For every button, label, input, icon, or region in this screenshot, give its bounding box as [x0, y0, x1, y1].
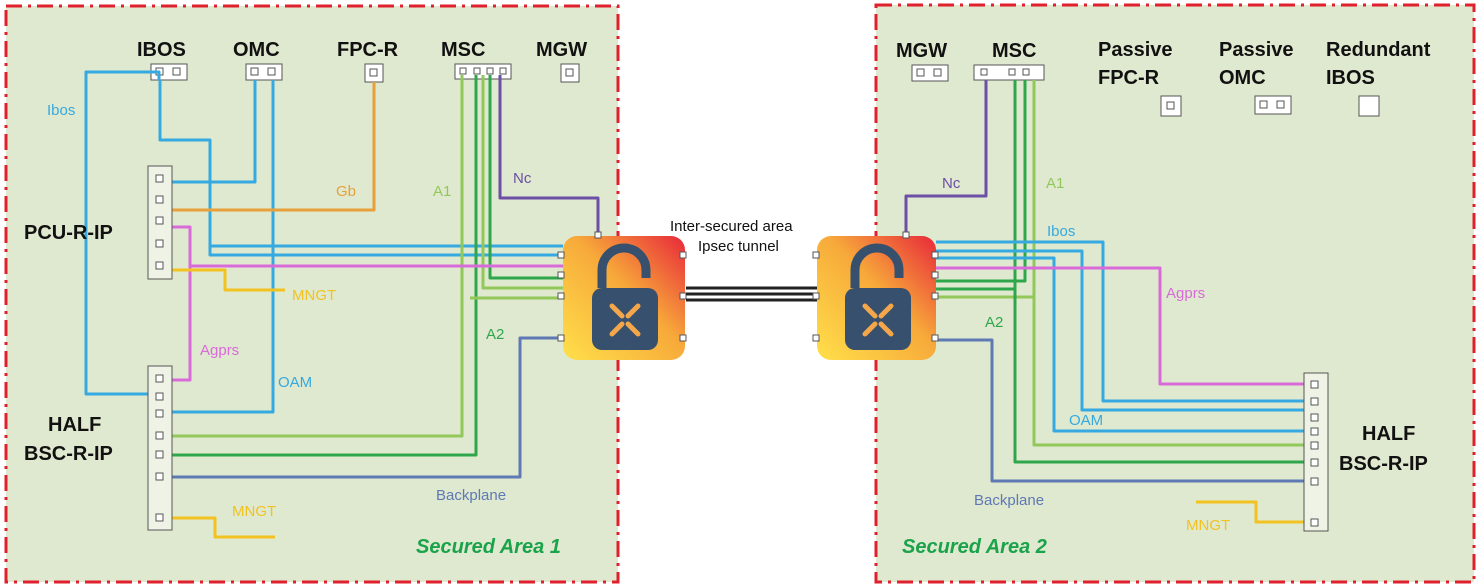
area1-wires: [84, 70, 600, 539]
bsc1-label-line2: BSC-R-IP: [24, 443, 113, 465]
node2-label-mgw: MGW: [896, 40, 947, 62]
area1-title: Secured Area 1: [416, 536, 561, 558]
label-a1-area2: A1: [1046, 175, 1064, 192]
label-a2-area2: A2: [985, 314, 1003, 331]
wire2-a1-1: [1032, 80, 1310, 447]
wire2-mngt: [1196, 500, 1310, 524]
node-label-msc: MSC: [441, 39, 485, 61]
wire-mngt-bottom: [160, 516, 275, 539]
label-ibos-area2: Ibos: [1047, 223, 1075, 240]
mgw2-port-box: [911, 64, 949, 82]
node-label-ibos: IBOS: [137, 39, 186, 61]
wire-omc-1: [160, 80, 257, 184]
node2-label-omc-line2: OMC: [1219, 67, 1266, 89]
omc-port-box: [245, 63, 283, 81]
wire-a1-2: [481, 75, 563, 290]
wire-mngt-top: [160, 268, 285, 292]
pcu-connector-strip: [147, 165, 173, 280]
secured-area-1: [4, 4, 620, 584]
bsc2-connector-strip: [1303, 372, 1329, 532]
bsc2-label-line1: HALF: [1362, 423, 1415, 445]
wire2-ibos-2: [936, 249, 1310, 412]
label-a2-area1: A2: [486, 326, 504, 343]
area2-wires: [904, 80, 1310, 524]
wire2-oam: [936, 256, 1310, 433]
msc-port-box: [454, 63, 512, 80]
label-mngt-bottom: MNGT: [232, 503, 276, 520]
label-nc-area2: Nc: [942, 175, 961, 192]
label-gb: Gb: [336, 183, 356, 200]
label-mngt-top: MNGT: [292, 287, 336, 304]
bsc2-label-line2: BSC-R-IP: [1339, 453, 1428, 475]
wire-backplane-1: [160, 336, 563, 479]
wire2-agprs: [936, 266, 1310, 386]
wire2-ibos-1: [936, 240, 1310, 403]
wire-agprs: [160, 225, 563, 382]
label-backplane-area1: Backplane: [436, 487, 506, 504]
node2-label-fpc-line1: Passive: [1098, 39, 1173, 61]
msc2-port-box: [973, 64, 1045, 81]
node2-label-fpc-line2: FPC-R: [1098, 67, 1160, 89]
wire-a1-1: [160, 75, 464, 438]
label-oam-area1: OAM: [278, 374, 312, 391]
wire-a2-1: [160, 75, 478, 457]
label-nc-area1: Nc: [513, 170, 532, 187]
node2-label-ibos-line2: IBOS: [1326, 67, 1375, 89]
node-label-fpc-r: FPC-R: [337, 39, 399, 61]
mgw-port-box: [560, 63, 580, 83]
wire-nc-1: [498, 75, 600, 234]
label-a1-area1: A1: [433, 183, 451, 200]
wire-ibos-1: [84, 70, 161, 396]
omc2-port-box: [1254, 95, 1292, 115]
wire-ibos-3: [208, 140, 563, 257]
label-ibos-area1: Ibos: [47, 102, 75, 119]
wire-a2-2: [488, 75, 563, 280]
label-agprs-area1: Agprs: [200, 342, 239, 359]
wire2-a2-1: [1013, 80, 1310, 464]
pcu-label: PCU-R-IP: [24, 222, 113, 244]
label-agprs-area2: Agprs: [1166, 285, 1205, 302]
wire-oam-1: [160, 80, 275, 414]
bsc1-label-line1: HALF: [48, 414, 101, 436]
tunnel-label-line1: Inter-secured area: [670, 218, 793, 235]
node-label-omc: OMC: [233, 39, 280, 61]
tunnel-label-line2: Ipsec tunnel: [698, 238, 779, 255]
wire2-a2-2: [936, 80, 1027, 283]
lock-icon-area1: [557, 231, 687, 360]
label-mngt-area2: MNGT: [1186, 517, 1230, 534]
wire2-backplane: [936, 338, 1310, 483]
label-backplane-area2: Backplane: [974, 492, 1044, 509]
wire-gb: [160, 82, 376, 212]
ibos2-port-box: [1358, 95, 1380, 117]
wire2-nc: [904, 80, 988, 236]
node2-label-omc-line1: Passive: [1219, 39, 1294, 61]
fpc-r-port-box: [364, 63, 384, 83]
node2-label-ibos-line1: Redundant: [1326, 39, 1431, 61]
ipsec-tunnel: [686, 286, 818, 302]
bsc1-connector-strip: [147, 365, 173, 531]
fpc2-port-box: [1160, 95, 1182, 117]
area2-title: Secured Area 2: [902, 536, 1047, 558]
lock-icon-area2: [812, 231, 939, 360]
node-label-mgw: MGW: [536, 39, 587, 61]
node2-label-msc: MSC: [992, 40, 1036, 62]
label-oam-area2: OAM: [1069, 412, 1103, 429]
